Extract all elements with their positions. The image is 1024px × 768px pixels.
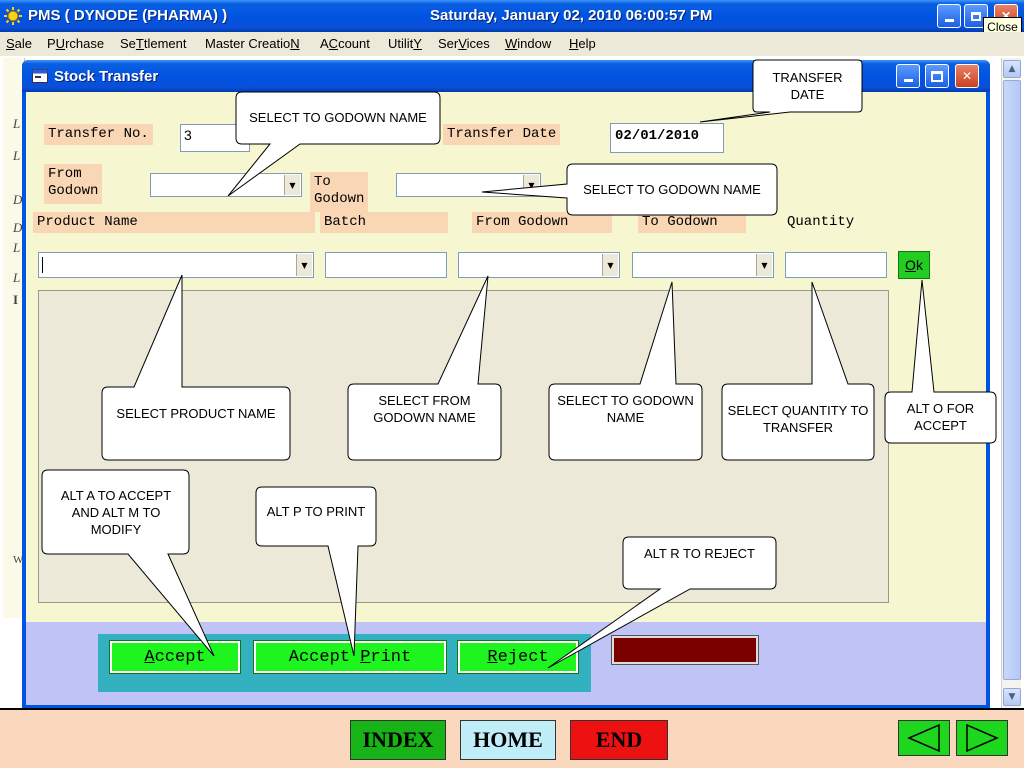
quantity-input[interactable] <box>785 252 887 278</box>
menu-utility[interactable]: UtilitY <box>388 36 422 51</box>
app-sun-icon <box>4 7 22 25</box>
child-maximize-button[interactable] <box>925 64 949 88</box>
column-product-name: Product Name <box>33 212 315 233</box>
chevron-down-icon: ▼ <box>602 254 618 276</box>
menu-window[interactable]: Window <box>505 36 552 51</box>
menu-settlement[interactable]: SeTtlement <box>120 36 187 51</box>
child-minimize-button[interactable] <box>896 64 920 88</box>
minimize-icon <box>903 78 913 82</box>
background-label: I <box>13 292 19 307</box>
menu-master-creation[interactable]: Master CreatioN <box>205 36 300 51</box>
menu-account[interactable]: ACcount <box>320 36 370 51</box>
menu-help[interactable]: Help <box>569 36 596 51</box>
callout-alt-r-text: ALT R TO REJECT <box>643 545 755 561</box>
callout-transfer-date-text: TRANSFER DATE <box>772 70 843 102</box>
child-close-button[interactable]: ✕ <box>955 64 979 88</box>
app-datetime: Saturday, January 02, 2010 06:00:57 PM <box>430 7 713 24</box>
close-icon: ✕ <box>961 69 973 83</box>
form-icon <box>32 69 48 83</box>
background-label: D <box>13 220 23 235</box>
home-button[interactable]: HOME <box>460 720 556 760</box>
to-godown-select[interactable]: ▼ <box>396 173 541 197</box>
column-quantity: Quantity <box>787 214 855 230</box>
arrow-left-icon <box>907 723 940 753</box>
previous-button[interactable] <box>898 720 950 756</box>
chevron-up-icon: ▲ <box>1008 64 1016 74</box>
column-batch: Batch <box>320 212 448 233</box>
from-godown-select[interactable]: ▼ <box>150 173 302 197</box>
close-icon: ✕ <box>1000 9 1012 23</box>
chevron-down-icon: ▼ <box>756 254 772 276</box>
callout-quantity-text: SELECT QUANTITY TO TRANSFER <box>727 403 869 435</box>
main-titlebar: PMS ( DYNODE (PHARMA) ) Saturday, Januar… <box>0 0 1024 36</box>
to-godown-label: To Godown <box>310 172 369 212</box>
chevron-down-icon: ▼ <box>1008 692 1016 702</box>
next-button[interactable] <box>956 720 1008 756</box>
transfer-date-input[interactable]: 02/01/2010 <box>610 123 724 153</box>
callout-alt-o-text: ALT O FOR ACCEPT <box>906 401 975 433</box>
status-indicator <box>611 635 759 665</box>
background-label: L <box>13 270 21 285</box>
chevron-down-icon: ▼ <box>523 175 539 195</box>
scroll-thumb[interactable] <box>1003 80 1021 680</box>
background-label: L <box>13 116 21 131</box>
callout-to-godown-text: SELECT TO GODOWN NAME <box>583 181 761 197</box>
maximize-icon <box>931 70 943 82</box>
from-godown-label: From Godown <box>44 164 103 204</box>
background-label: D <box>13 192 23 207</box>
navigation-strip: INDEX HOME END <box>0 708 1024 768</box>
background-label: L <box>13 240 21 255</box>
app-title: PMS ( DYNODE (PHARMA) ) <box>28 7 228 24</box>
menu-sale[interactable]: Sale <box>6 36 33 51</box>
scroll-up-button[interactable]: ▲ <box>1003 60 1021 78</box>
column-to-godown: To Godown <box>638 212 746 233</box>
menubar: Sale PUrchase SeTtlement Master CreatioN… <box>0 32 1024 56</box>
product-name-select[interactable]: ▼ <box>38 252 314 278</box>
transfer-no-label: Transfer No. <box>44 124 153 145</box>
callout-from-godown-text: SELECT TO GODOWN NAME <box>249 109 427 125</box>
stock-transfer-window: Stock Transfer ✕ Transfer No. 3 Transfer… <box>22 60 990 708</box>
callout-to-godown-col-text: SELECT TO GODOWN NAME <box>557 393 694 425</box>
background-label: L <box>13 148 21 163</box>
from-godown-row-select[interactable]: ▼ <box>458 252 620 278</box>
scroll-down-button[interactable]: ▼ <box>1003 688 1021 706</box>
vertical-scrollbar[interactable]: ▲ ▼ <box>1001 58 1021 708</box>
minimize-icon <box>944 18 954 22</box>
minimize-button[interactable] <box>937 4 961 28</box>
restore-icon <box>971 11 981 21</box>
callout-product-text: SELECT PRODUCT NAME <box>116 405 276 421</box>
menu-purchase[interactable]: PUrchase <box>47 36 105 51</box>
callout-from-godown-col-text: SELECT FROM GODOWN NAME <box>373 393 476 425</box>
close-tooltip: Close <box>983 17 1022 36</box>
end-button[interactable]: END <box>570 720 668 760</box>
column-from-godown: From Godown <box>472 212 612 233</box>
chevron-down-icon: ▼ <box>296 254 312 276</box>
text-cursor <box>42 257 43 273</box>
menu-services[interactable]: SerVices <box>438 36 490 51</box>
callout-alt-a-text: ALT A TO ACCEPT AND ALT M TO MODIFY <box>60 487 172 537</box>
index-button[interactable]: INDEX <box>350 720 446 760</box>
restore-button[interactable] <box>964 4 988 28</box>
arrow-right-icon <box>966 723 999 753</box>
stock-transfer-title: Stock Transfer <box>54 68 159 85</box>
to-godown-row-select[interactable]: ▼ <box>632 252 774 278</box>
background-label: W <box>13 554 24 566</box>
batch-input[interactable] <box>325 252 447 278</box>
chevron-down-icon: ▼ <box>284 175 300 195</box>
callout-alt-p-text: ALT P TO PRINT <box>266 503 366 519</box>
transfer-no-input[interactable]: 3 <box>180 124 250 152</box>
transfer-date-label: Transfer Date <box>443 124 561 145</box>
